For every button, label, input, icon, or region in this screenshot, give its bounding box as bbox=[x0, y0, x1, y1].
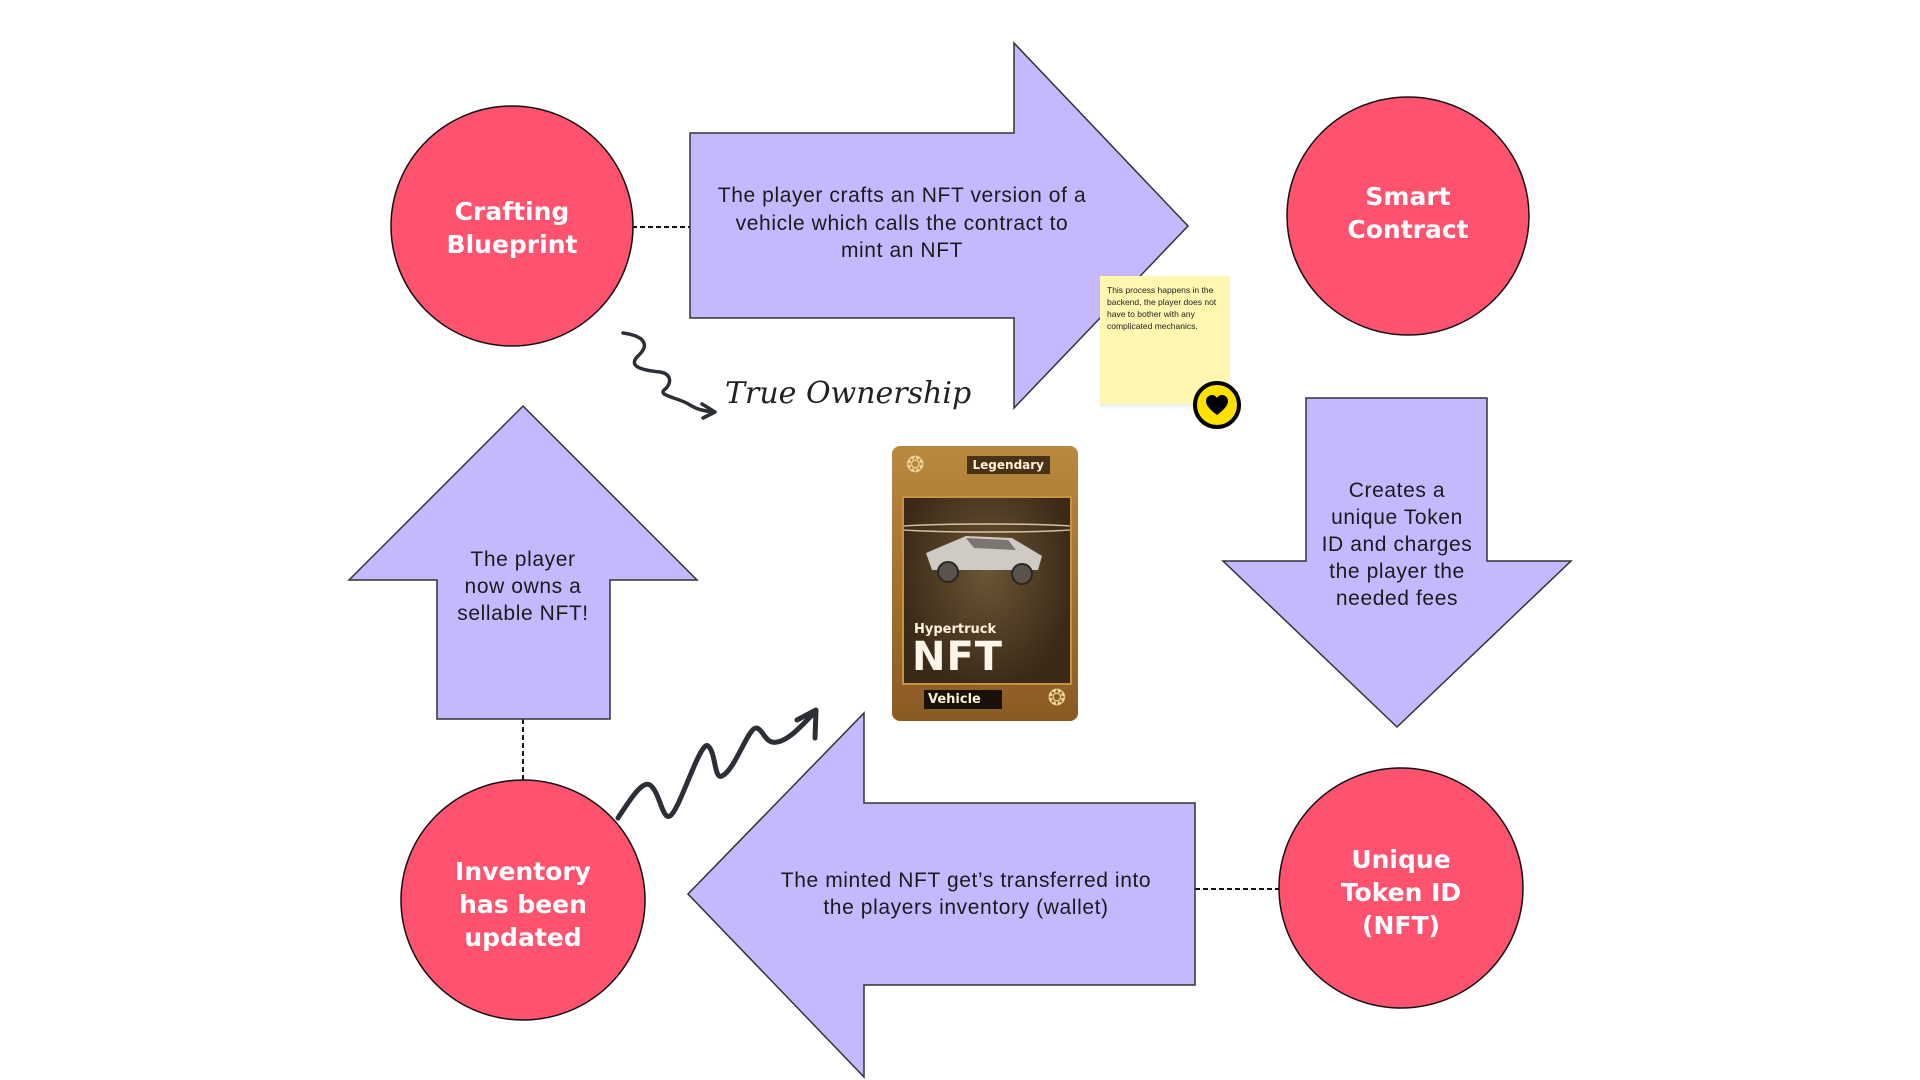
nft-card-type: Vehicle bbox=[924, 690, 1002, 709]
squiggle-arrow-true-ownership bbox=[621, 331, 717, 420]
node-smart-contract-line-2: Contract bbox=[1347, 215, 1468, 244]
arrow-down-line-3: ID and charges bbox=[1322, 533, 1473, 556]
arrow-up-line-1: The player bbox=[470, 548, 575, 571]
node-crafting-blueprint: Crafting Blueprint bbox=[390, 105, 634, 347]
arrow-down-line-5: needed fees bbox=[1336, 587, 1458, 610]
arrow-left-line-1: The minted NFT get’s transferred into bbox=[781, 869, 1151, 892]
sticky-note-text: This process happens in the backend, the… bbox=[1107, 285, 1217, 331]
arrow-left-line-2: the players inventory (wallet) bbox=[823, 896, 1108, 919]
node-smart-contract: Smart Contract bbox=[1286, 96, 1530, 336]
cybertruck-vehicle-icon bbox=[892, 523, 1078, 585]
arrow-down-line-4: the player the bbox=[1329, 560, 1465, 583]
arrow-down-line-1: Creates a bbox=[1349, 479, 1445, 502]
heart-reaction-badge[interactable] bbox=[1193, 381, 1241, 429]
arrow-left-transfer: The minted NFT get’s transferred into th… bbox=[686, 711, 1196, 1079]
node-inventory-updated-line-2: has been bbox=[459, 890, 587, 919]
arrow-right-line-1: The player crafts an NFT version of a bbox=[718, 184, 1086, 207]
arrow-right-line-2: vehicle which calls the contract to bbox=[736, 212, 1069, 235]
nft-card-rarity: Legendary bbox=[966, 456, 1050, 474]
node-unique-token-id: Unique Token ID (NFT) bbox=[1278, 767, 1524, 1009]
dragon-emblem-icon: ❂ bbox=[906, 452, 925, 477]
annotation-true-ownership: True Ownership bbox=[725, 376, 972, 411]
nft-card: ❂ Legendary Hypertruck NFT ❂ Vehicle bbox=[892, 446, 1078, 721]
dragon-emblem-icon: ❂ bbox=[1047, 685, 1066, 710]
heart-icon bbox=[1206, 395, 1228, 415]
node-unique-token-id-line-2: Token ID bbox=[1341, 878, 1461, 907]
arrow-down-line-2: unique Token bbox=[1331, 506, 1463, 529]
arrow-up-line-3: sellable NFT! bbox=[457, 602, 589, 625]
arrow-right-mint: The player crafts an NFT version of a ve… bbox=[689, 41, 1190, 410]
arrow-down-token: Creates a unique Token ID and charges th… bbox=[1221, 397, 1573, 729]
arrow-up-line-2: now owns a bbox=[465, 575, 582, 598]
node-inventory-updated-line-3: updated bbox=[464, 923, 581, 952]
nft-card-title: NFT bbox=[912, 634, 1004, 680]
node-unique-token-id-line-3: (NFT) bbox=[1362, 911, 1440, 940]
nft-card-name: Hypertruck bbox=[914, 622, 997, 637]
node-crafting-blueprint-line-1: Crafting bbox=[455, 197, 570, 226]
node-unique-token-id-line-1: Unique bbox=[1351, 845, 1450, 874]
arrow-up-owns: The player now owns a sellable NFT! bbox=[347, 404, 699, 720]
nft-card-artwork bbox=[892, 496, 1078, 685]
squiggle-arrow-to-card bbox=[615, 707, 819, 821]
node-inventory-updated-line-1: Inventory bbox=[455, 857, 591, 886]
node-inventory-updated: Inventory has been updated bbox=[400, 779, 646, 1021]
node-smart-contract-line-1: Smart bbox=[1365, 182, 1450, 211]
node-crafting-blueprint-line-2: Blueprint bbox=[447, 230, 578, 259]
arrow-right-line-3: mint an NFT bbox=[841, 239, 963, 262]
